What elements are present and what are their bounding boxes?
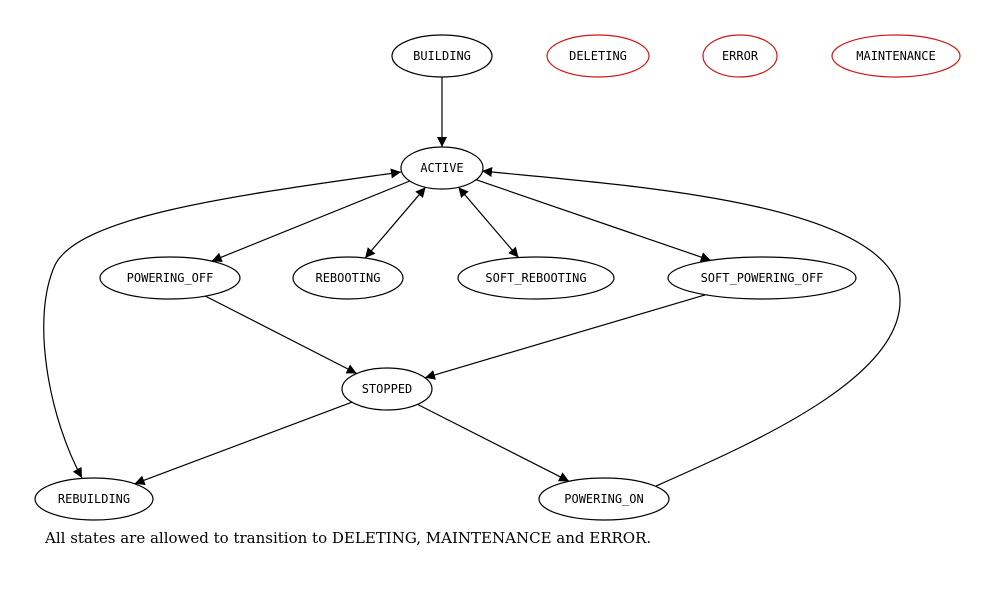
- state-ellipse: [99, 256, 241, 300]
- edge-active-to-rebuilding: [43, 168, 402, 479]
- state-node-powering-on: POWERING_ON: [538, 477, 670, 521]
- state-node-stopped: STOPPED: [341, 367, 433, 411]
- edge-soft-powering-off-to-stopped: [424, 294, 706, 380]
- state-label: MAINTENANCE: [856, 49, 935, 63]
- state-ellipse: [667, 256, 857, 300]
- state-node-rebuilding: REBUILDING: [34, 477, 154, 521]
- state-node-soft-rebooting: SOFT_REBOOTING: [457, 256, 615, 300]
- nodes-layer: BUILDING DELETING ERROR MAINTENANCE ACTIVE PO…: [34, 34, 961, 521]
- state-node-deleting: DELETING: [546, 34, 650, 78]
- state-node-maintenance: MAINTENANCE: [831, 34, 961, 78]
- state-label: BUILDING: [413, 49, 471, 63]
- state-node-rebooting: REBOOTING: [292, 256, 404, 300]
- state-label: REBOOTING: [315, 271, 380, 285]
- state-label: SOFT_REBOOTING: [485, 271, 586, 285]
- state-node-soft-powering-off: SOFT_POWERING_OFF: [667, 256, 857, 300]
- state-ellipse: [702, 34, 778, 78]
- state-ellipse: [292, 256, 404, 300]
- state-ellipse: [341, 367, 433, 411]
- state-ellipse: [34, 477, 154, 521]
- edge-powering-off-to-stopped: [205, 295, 357, 375]
- edges-layer: [43, 77, 901, 487]
- edge-active-to-soft-rebooting: [457, 186, 519, 258]
- state-label: POWERING_OFF: [127, 271, 214, 285]
- edge-stopped-to-powering-on: [417, 403, 570, 482]
- diagram-caption: All states are allowed to transition to …: [45, 529, 652, 547]
- edge-active-to-powering-off: [211, 180, 411, 262]
- state-node-active: ACTIVE: [400, 146, 484, 190]
- state-label: SOFT_POWERING_OFF: [701, 271, 824, 285]
- state-label: ACTIVE: [420, 161, 463, 175]
- state-ellipse: [400, 146, 484, 190]
- state-label: STOPPED: [362, 382, 413, 396]
- state-label: DELETING: [569, 49, 627, 63]
- state-ellipse: [546, 34, 650, 78]
- state-label: REBUILDING: [58, 492, 130, 506]
- state-node-powering-off: POWERING_OFF: [99, 256, 241, 300]
- edge-stopped-to-rebuilding: [134, 401, 353, 485]
- state-label: ERROR: [722, 49, 759, 63]
- state-node-error: ERROR: [702, 34, 778, 78]
- state-label: POWERING_ON: [564, 492, 643, 506]
- edge-powering-on-to-active: [481, 167, 901, 487]
- state-ellipse: [457, 256, 615, 300]
- state-ellipse: [831, 34, 961, 78]
- edge-active-to-soft-powering-off: [475, 179, 711, 262]
- state-ellipse: [391, 34, 493, 78]
- state-ellipse: [538, 477, 670, 521]
- edge-active-to-rebooting: [364, 186, 427, 259]
- state-node-building: BUILDING: [391, 34, 493, 78]
